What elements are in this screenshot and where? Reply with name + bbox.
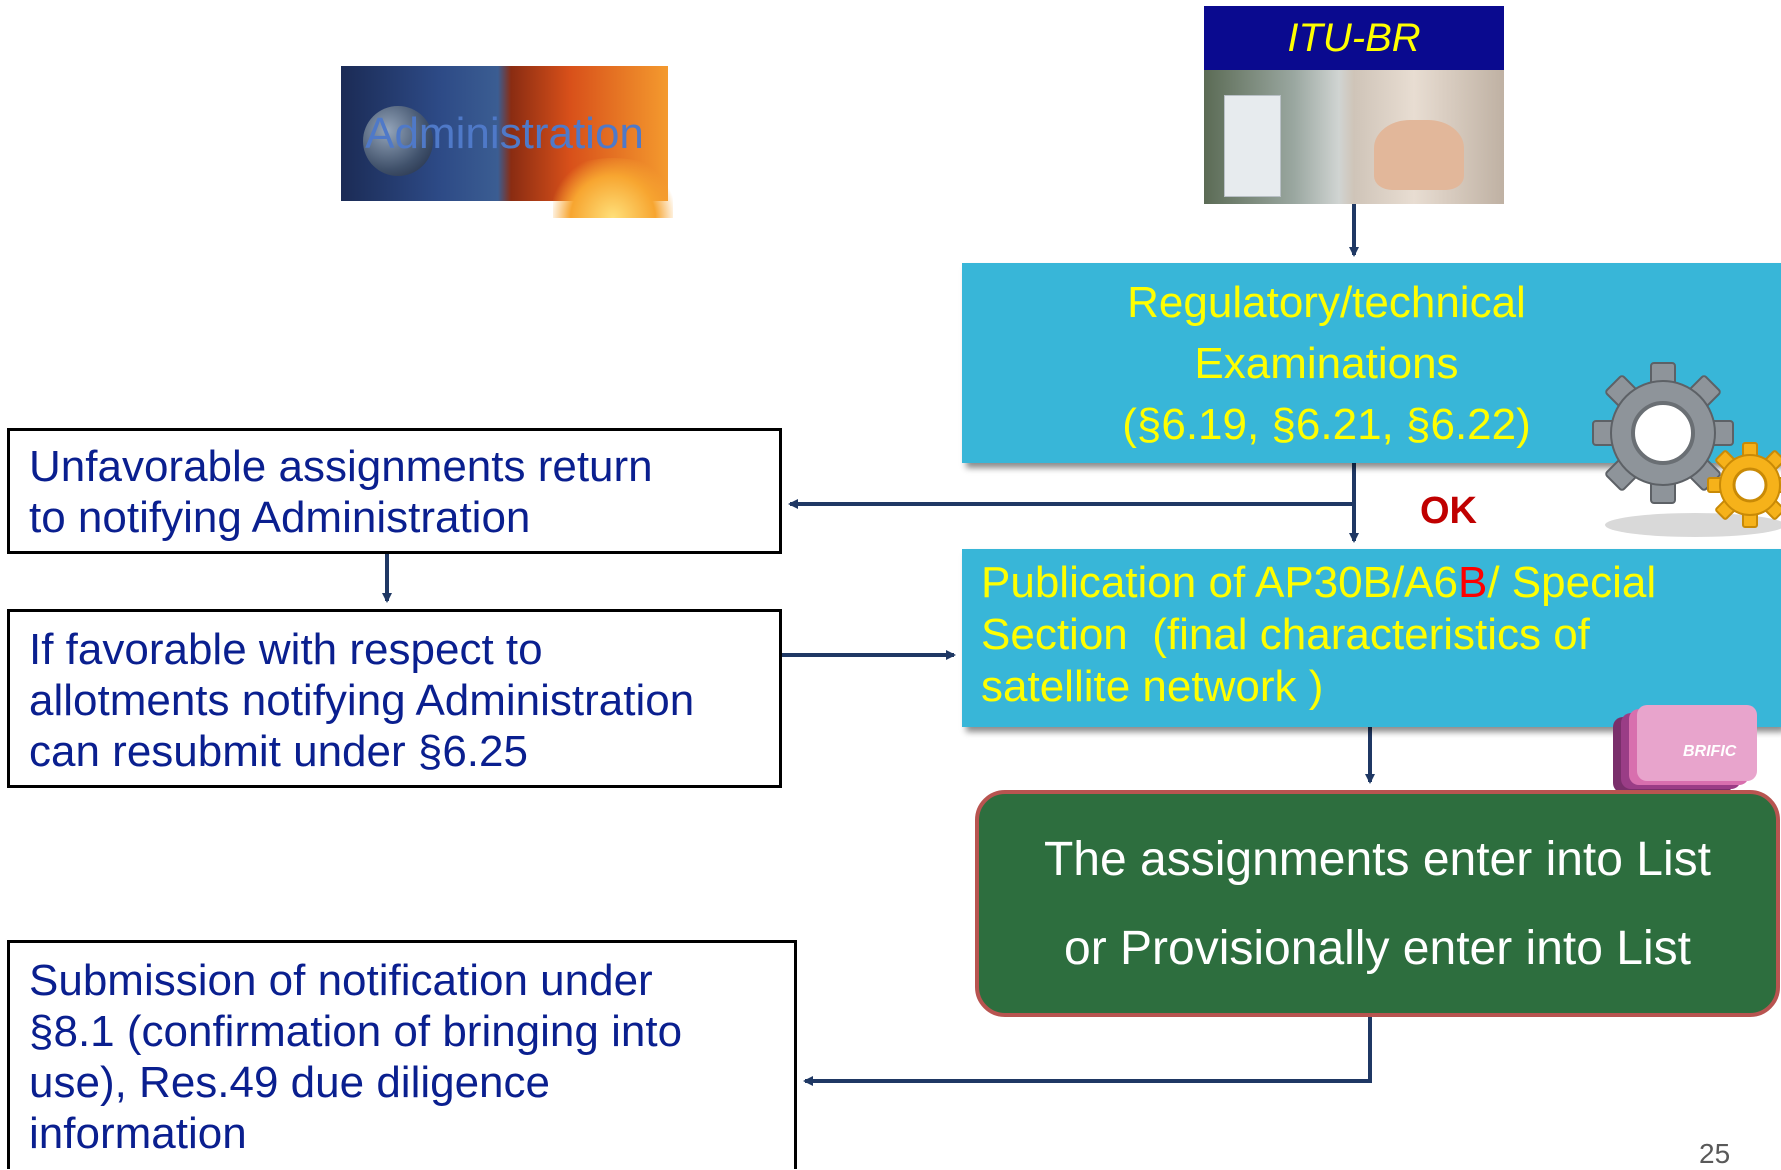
list-line-1: The assignments enter into List [1043,832,1711,886]
brific-label: BRIFIC [1683,743,1737,760]
itu-br-header: ITU-BR [1204,6,1504,70]
notification-line-4: information [29,1109,247,1158]
globe-icon [363,106,433,176]
itu-br-label: ITU-BR [1287,15,1421,60]
notification-line-3: use), Res.49 due diligence [29,1058,550,1107]
building-graphic [1224,95,1281,197]
publication-text-part1: Publication of AP30B/A6 [981,558,1458,607]
examinations-box: Regulatory/technical Examinations (§6.19… [962,263,1781,463]
sunset-graphic [553,158,673,218]
unfavorable-line-1: Unfavorable assignments return [29,442,653,491]
notification-box: Submission of notification under §8.1 (c… [7,940,797,1169]
administration-image: Administration [341,66,673,218]
list-line-2: or Provisionally enter into List [1064,921,1691,975]
itu-br-photo [1204,70,1504,204]
publication-text-highlight: B [1458,558,1488,607]
ok-label: OK [1420,490,1477,532]
publication-line-2: Section (final characteristics of [981,610,1590,659]
brific-disc-icon: BRIFIC [1605,705,1757,795]
arrow-list-to-notification [803,1017,1372,1086]
exam-line-2: Examinations [1194,338,1459,388]
favorable-line-3: can resubmit under §6.25 [29,727,528,776]
exam-line-3: (§6.19, §6.21, §6.22) [1122,399,1531,449]
publication-box: Publication of AP30B/A6B/ Special Sectio… [962,549,1781,727]
publication-line-1: Publication of AP30B/A6B/ Special [981,557,1781,609]
hands-typing-graphic [1374,120,1464,190]
favorable-line-1: If favorable with respect to [29,625,543,674]
favorable-box: If favorable with respect to allotments … [7,609,782,788]
unfavorable-box: Unfavorable assignments return to notify… [7,428,782,554]
page-number: 25 [1699,1138,1731,1169]
publication-text-part3: / Special [1487,558,1657,607]
list-entry-box: The assignments enter into List or Provi… [975,790,1780,1017]
favorable-line-2: allotments notifying Administration [29,676,695,725]
unfavorable-line-2: to notifying Administration [29,493,531,542]
exam-line-1: Regulatory/technical [1127,277,1526,327]
notification-line-2: §8.1 (confirmation of bringing into [29,1007,683,1056]
publication-line-3: satellite network ) [981,662,1324,711]
gear-icon [1592,362,1781,537]
notification-line-1: Submission of notification under [29,956,653,1005]
administration-label: Administration [365,108,644,158]
